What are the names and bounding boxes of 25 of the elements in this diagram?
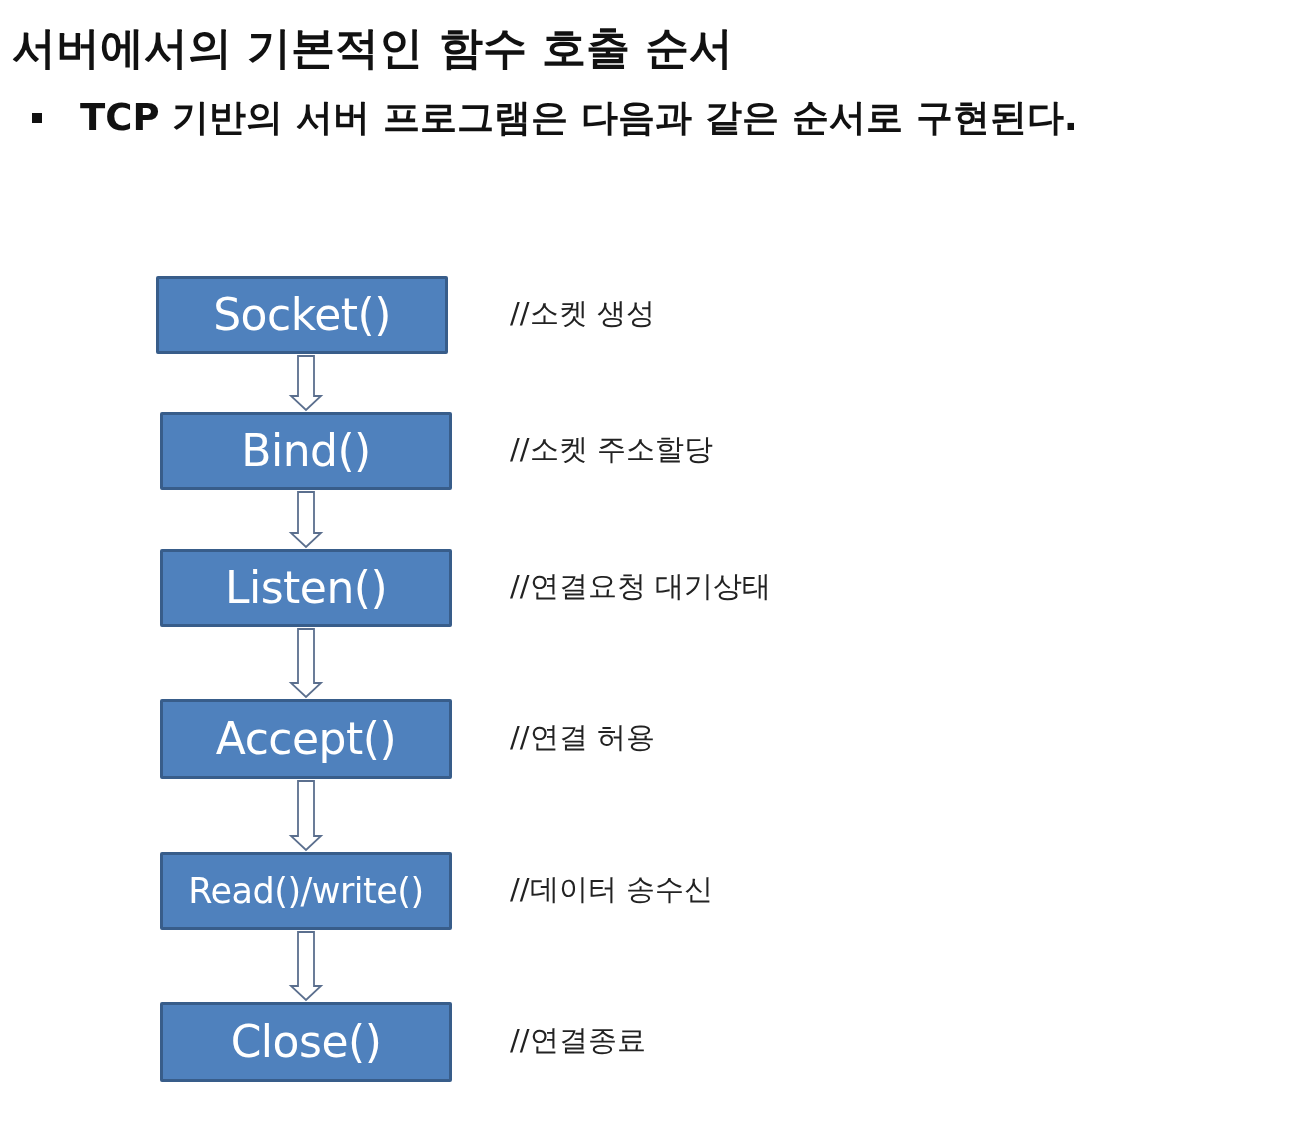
function-name: Listen() — [224, 566, 388, 610]
comment-text: //소켓 주소할당 — [510, 431, 713, 468]
slide-title: 서버에서의 기본적인 함수 호출 순서 — [12, 21, 734, 75]
function-box — [160, 549, 452, 627]
hollow-arrow — [288, 491, 324, 549]
bullet-text: TCP 기반의 서버 프로그램은 다음과 같은 순서로 구현된다. — [80, 95, 1078, 141]
function-box — [160, 1002, 452, 1082]
function-box — [160, 699, 452, 779]
comment-text: //연결요청 대기상태 — [510, 568, 771, 605]
hollow-arrow — [288, 931, 324, 1002]
comment-text: //연결종료 — [510, 1022, 646, 1059]
function-name: Close() — [230, 1020, 382, 1064]
function-box — [160, 852, 452, 930]
function-name: Socket() — [213, 293, 391, 337]
hollow-arrow — [288, 355, 324, 412]
hollow-arrow — [288, 628, 324, 699]
function-name: Read()/write() — [188, 873, 424, 909]
hollow-arrow — [288, 780, 324, 852]
function-name: Bind() — [241, 429, 371, 473]
function-box — [156, 276, 448, 354]
comment-text: //소켓 생성 — [510, 295, 655, 332]
function-box — [160, 412, 452, 490]
function-name: Accept() — [215, 717, 397, 761]
comment-text: //데이터 송수신 — [510, 871, 713, 908]
comment-text: //연결 허용 — [510, 719, 655, 756]
